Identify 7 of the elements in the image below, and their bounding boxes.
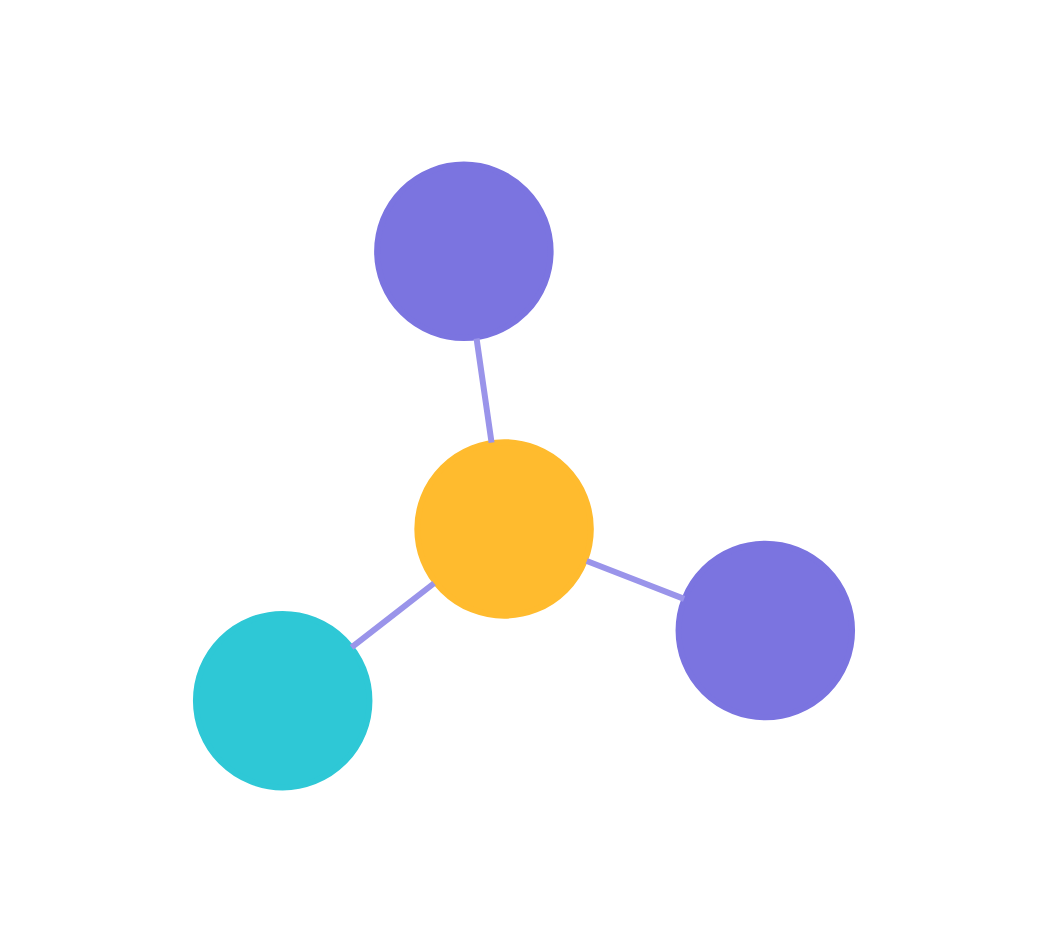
node-circle <box>374 161 554 342</box>
node-circle <box>675 540 856 721</box>
node-circle <box>192 610 373 791</box>
connector <box>349 580 436 650</box>
connector <box>585 558 686 602</box>
node-circle <box>414 439 594 619</box>
connector <box>473 338 495 444</box>
